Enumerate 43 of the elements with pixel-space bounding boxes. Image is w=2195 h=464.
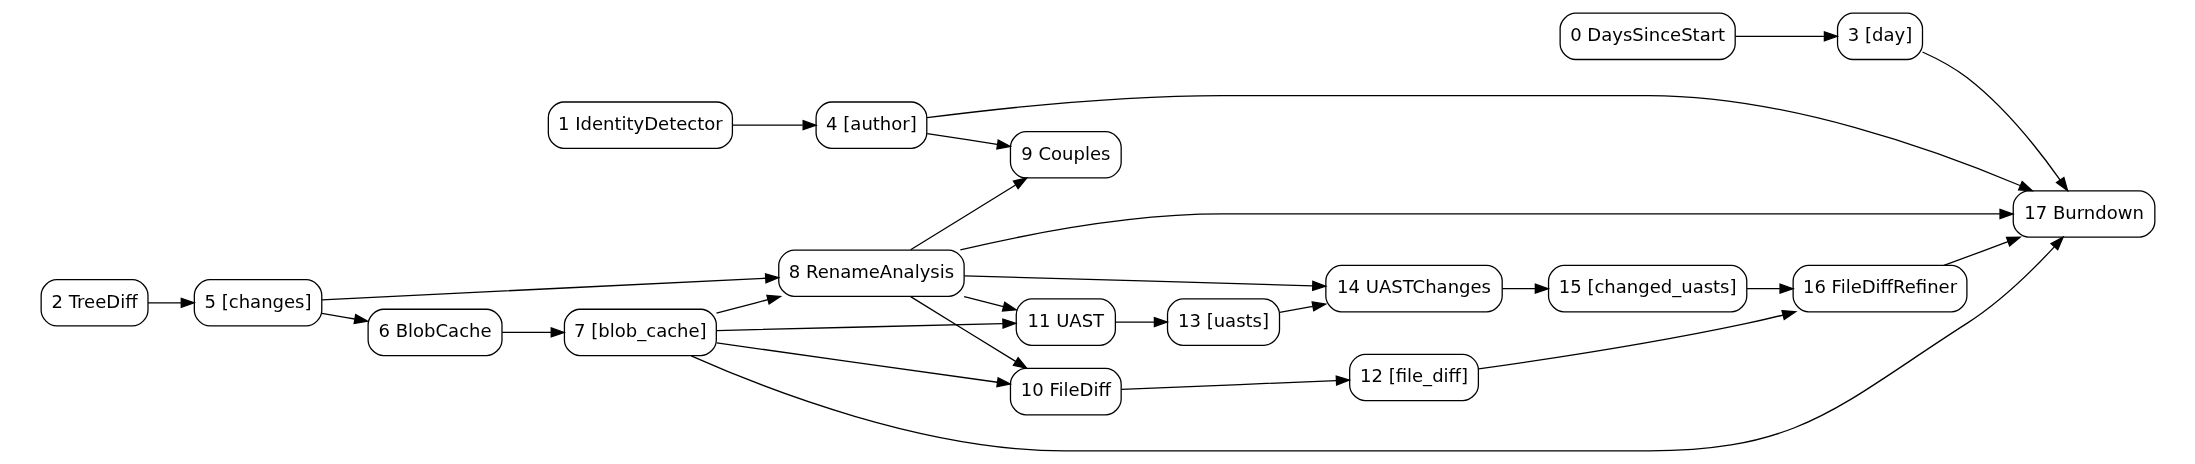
arrow	[715, 294, 782, 314]
node-box: 14 UASTChanges	[1324, 264, 1503, 313]
arrow	[501, 327, 566, 338]
node-box: 13 [uasts]	[1166, 298, 1280, 346]
node-box: 2 TreeDiff	[40, 279, 149, 327]
node-box: 10 FileDiff	[1009, 367, 1122, 416]
arrow	[1501, 283, 1550, 295]
arrow	[1734, 30, 1839, 42]
arrow	[1942, 236, 2022, 267]
node-box: 1 IdentityDetector	[547, 101, 733, 149]
arrow	[963, 275, 1328, 292]
arrow	[909, 177, 1028, 251]
node-box: 6 BlobCache	[366, 308, 503, 357]
node-box: 4 [author]	[814, 101, 927, 149]
arrow	[715, 318, 1018, 332]
arrow	[320, 312, 370, 325]
arrow	[1278, 301, 1328, 313]
arrow	[1921, 51, 2069, 193]
node-box: 17 Burndown	[2012, 190, 2155, 238]
arrow	[959, 208, 2015, 251]
arrow	[715, 342, 1012, 388]
node-box: 16 FileDiffRefiner	[1792, 264, 1968, 313]
arrow	[1477, 309, 1797, 370]
node-box: 3 [day]	[1836, 12, 1923, 61]
arrow	[925, 94, 2034, 192]
arrow	[690, 235, 2064, 452]
node-box: 15 [changed_uasts]	[1547, 264, 1747, 313]
arrow	[963, 295, 1018, 312]
node-box: 11 UAST	[1015, 298, 1116, 346]
node-box: 9 Couples	[1009, 130, 1122, 179]
node-box: 0 DaysSinceStart	[1559, 12, 1736, 61]
arrow	[1745, 283, 1795, 295]
arrow	[731, 119, 818, 131]
arrow	[909, 295, 1028, 370]
node-box: 8 RenameAnalysis	[777, 249, 965, 297]
arrow	[926, 132, 1012, 150]
arrow	[146, 297, 196, 309]
arrow	[320, 272, 781, 301]
node-box: 12 [file_diff]	[1348, 353, 1479, 402]
node-box: 5 [changes]	[193, 279, 322, 327]
arrow	[1114, 316, 1169, 328]
node-box: 7 [blob_cache]	[563, 308, 717, 357]
arrow	[1120, 375, 1351, 391]
